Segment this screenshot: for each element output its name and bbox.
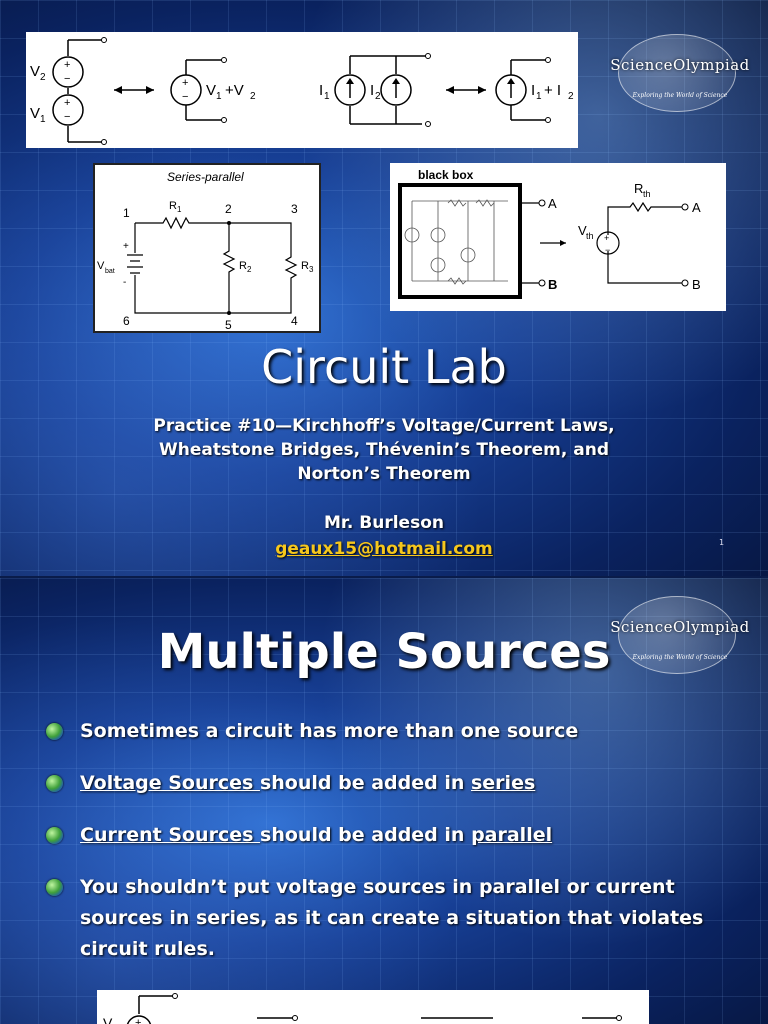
- globe-icon: [618, 34, 736, 112]
- svg-text:-: -: [123, 277, 126, 288]
- logo-wordmark: ScienceOlympiad: [610, 618, 750, 636]
- svg-text:+: +: [123, 241, 129, 252]
- svg-text:R: R: [634, 181, 643, 196]
- science-olympiad-logo: ScienceOlympiad Exploring the World of S…: [600, 596, 760, 676]
- svg-text:R: R: [239, 260, 247, 272]
- bullet-list: Sometimes a circuit has more than one so…: [46, 716, 716, 986]
- svg-text:A: A: [692, 200, 701, 215]
- svg-text:6: 6: [123, 314, 130, 328]
- page-number: 1: [719, 538, 725, 547]
- author-email-link[interactable]: geaux15@hotmail.com: [275, 539, 493, 559]
- svg-text:th: th: [586, 231, 594, 241]
- svg-text:V: V: [206, 82, 216, 99]
- svg-text:I: I: [319, 82, 323, 99]
- author-name: Mr. Burleson: [324, 513, 444, 533]
- svg-text:Series-parallel: Series-parallel: [167, 170, 244, 184]
- bullet-item: You shouldn’t put voltage sources in par…: [46, 872, 716, 965]
- svg-text:1: 1: [536, 91, 542, 102]
- svg-text:V: V: [578, 223, 587, 238]
- svg-text:th: th: [643, 189, 651, 199]
- voltage-sources-link[interactable]: Voltage Sources: [80, 772, 260, 794]
- svg-text:2: 2: [40, 72, 46, 83]
- globe-bullet-icon: [46, 775, 63, 792]
- slide-title: Multiple Sources: [157, 624, 611, 680]
- svg-text:3: 3: [291, 202, 298, 216]
- slide-subtitle: Practice #10—Kirchhoff’s Voltage/Current…: [153, 416, 615, 484]
- svg-text:2: 2: [568, 91, 574, 102]
- svg-text:2: 2: [250, 91, 256, 102]
- svg-text:2: 2: [247, 265, 252, 274]
- svg-text:+: +: [182, 77, 188, 89]
- current-sources-link[interactable]: Current Sources: [80, 824, 261, 846]
- svg-text:R: R: [301, 260, 309, 272]
- logo-tagline: Exploring the World of Science: [632, 92, 728, 99]
- svg-text:5: 5: [225, 318, 232, 331]
- svg-text:2: 2: [225, 202, 232, 216]
- globe-bullet-icon: [46, 827, 63, 844]
- bullet-item: Voltage Sources should be added in serie…: [46, 768, 716, 799]
- svg-text:V: V: [30, 105, 40, 122]
- svg-text:−: −: [64, 111, 70, 123]
- svg-text:+: +: [604, 233, 609, 243]
- svg-text:black box: black box: [418, 168, 474, 182]
- svg-text:1: 1: [177, 205, 182, 214]
- globe-bullet-icon: [46, 723, 63, 740]
- slide-title: Circuit Lab: [261, 340, 507, 394]
- globe-icon: [618, 596, 736, 674]
- svg-text:1: 1: [216, 91, 222, 102]
- svg-text:I: I: [531, 82, 535, 99]
- svg-text:+: +: [135, 1017, 141, 1024]
- svg-text:1: 1: [123, 206, 130, 220]
- svg-text:B: B: [548, 277, 557, 292]
- svg-text:1: 1: [324, 91, 330, 102]
- svg-text:I: I: [370, 82, 374, 99]
- logo-wordmark: ScienceOlympiad: [610, 56, 750, 74]
- globe-bullet-icon: [46, 879, 63, 896]
- svg-text:+V: +V: [225, 82, 244, 99]
- bullet-item: Current Sources should be added in paral…: [46, 820, 716, 851]
- svg-text:−: −: [64, 73, 70, 85]
- series-link[interactable]: series: [470, 772, 536, 794]
- svg-text:+: +: [64, 59, 70, 71]
- svg-text:2: 2: [375, 91, 381, 102]
- svg-text:−: −: [605, 245, 610, 255]
- svg-text:3: 3: [309, 265, 314, 274]
- svg-text:V: V: [97, 260, 105, 272]
- svg-text:A: A: [548, 196, 557, 211]
- svg-text:bat: bat: [105, 268, 115, 275]
- svg-text:B: B: [692, 277, 701, 292]
- svg-text:1: 1: [40, 114, 46, 125]
- logo-tagline: Exploring the World of Science: [632, 654, 728, 661]
- title-slide: ScienceOlympiad Exploring the World of S…: [0, 0, 768, 576]
- svg-text:V: V: [30, 63, 40, 80]
- multiple-sources-slide: ScienceOlympiad Exploring the World of S…: [0, 578, 768, 1024]
- parallel-link[interactable]: parallel: [471, 824, 553, 846]
- svg-text:4: 4: [291, 314, 298, 328]
- bullet-item: Sometimes a circuit has more than one so…: [46, 716, 716, 747]
- svg-text:+: +: [64, 97, 70, 109]
- sources-diagram-partial: V +: [97, 990, 649, 1024]
- science-olympiad-logo: ScienceOlympiad Exploring the World of S…: [600, 34, 760, 112]
- svg-text:R: R: [169, 200, 177, 212]
- svg-text:V: V: [103, 1015, 113, 1024]
- svg-text:+ I: + I: [544, 82, 561, 99]
- sources-diagram-partial-svg: V +: [103, 993, 622, 1024]
- svg-text:−: −: [182, 91, 188, 103]
